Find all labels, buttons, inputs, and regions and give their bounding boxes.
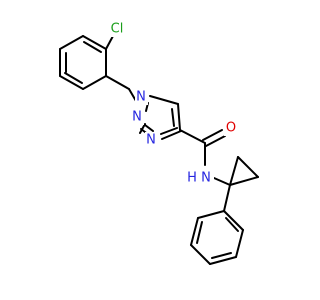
bond (190, 244, 211, 265)
bond (149, 95, 179, 105)
aromatic-inner-bond (196, 221, 203, 244)
carbonyl-double-bond (202, 129, 223, 141)
aromatic-inner-bond (64, 72, 83, 84)
bond (161, 130, 182, 140)
bond (59, 75, 84, 90)
carbonyl-double-bond (205, 135, 226, 147)
bond (237, 156, 259, 178)
cyclopropane-ring (229, 156, 259, 186)
atom-label-n1: N (135, 89, 148, 105)
bond (209, 256, 237, 265)
n1-label: N (136, 90, 146, 105)
bond (59, 35, 84, 50)
atom-label-n3: N (145, 132, 158, 148)
atom-label-amide-nh: H N (187, 170, 214, 186)
bond-ring-to-ch2 (105, 75, 130, 90)
bond (82, 35, 107, 50)
n3-label: N (146, 133, 156, 148)
bond (190, 217, 199, 246)
phenyl-ring (190, 210, 244, 265)
aromatic-inner-bond (225, 217, 239, 232)
bond-ch2-to-n1 (128, 88, 137, 102)
aromatic-inner-bond (83, 41, 102, 53)
bond (197, 210, 225, 219)
bond (235, 229, 244, 258)
bond (144, 124, 154, 132)
atom-label-n2: N (131, 109, 144, 125)
atom-label-chlorine: Cl (108, 21, 126, 37)
amide-h-label: H (187, 171, 197, 186)
bond (229, 156, 239, 186)
oxygen-label: O (226, 121, 236, 136)
bond (171, 108, 175, 127)
bond-cyclopropyl-to-phenyl (223, 184, 231, 212)
chlorophenyl-ring (59, 35, 107, 90)
bond-to-chlorine (105, 35, 114, 50)
molecule-structure-diagram: Cl N N N O H N (59, 21, 259, 265)
aromatic-inner-bond (211, 252, 232, 259)
bond-ring-to-carbonyl (179, 129, 206, 144)
chlorine-label: Cl (111, 22, 124, 37)
n2-label: N (132, 110, 142, 125)
bond (229, 176, 259, 186)
bond (177, 103, 181, 131)
bond (223, 210, 244, 231)
bond-nh-to-cyclopropyl (213, 177, 231, 186)
bond (82, 75, 107, 90)
bond (160, 127, 178, 135)
atom-label-oxygen: O (224, 120, 238, 136)
amide-n-label: N (201, 171, 211, 186)
